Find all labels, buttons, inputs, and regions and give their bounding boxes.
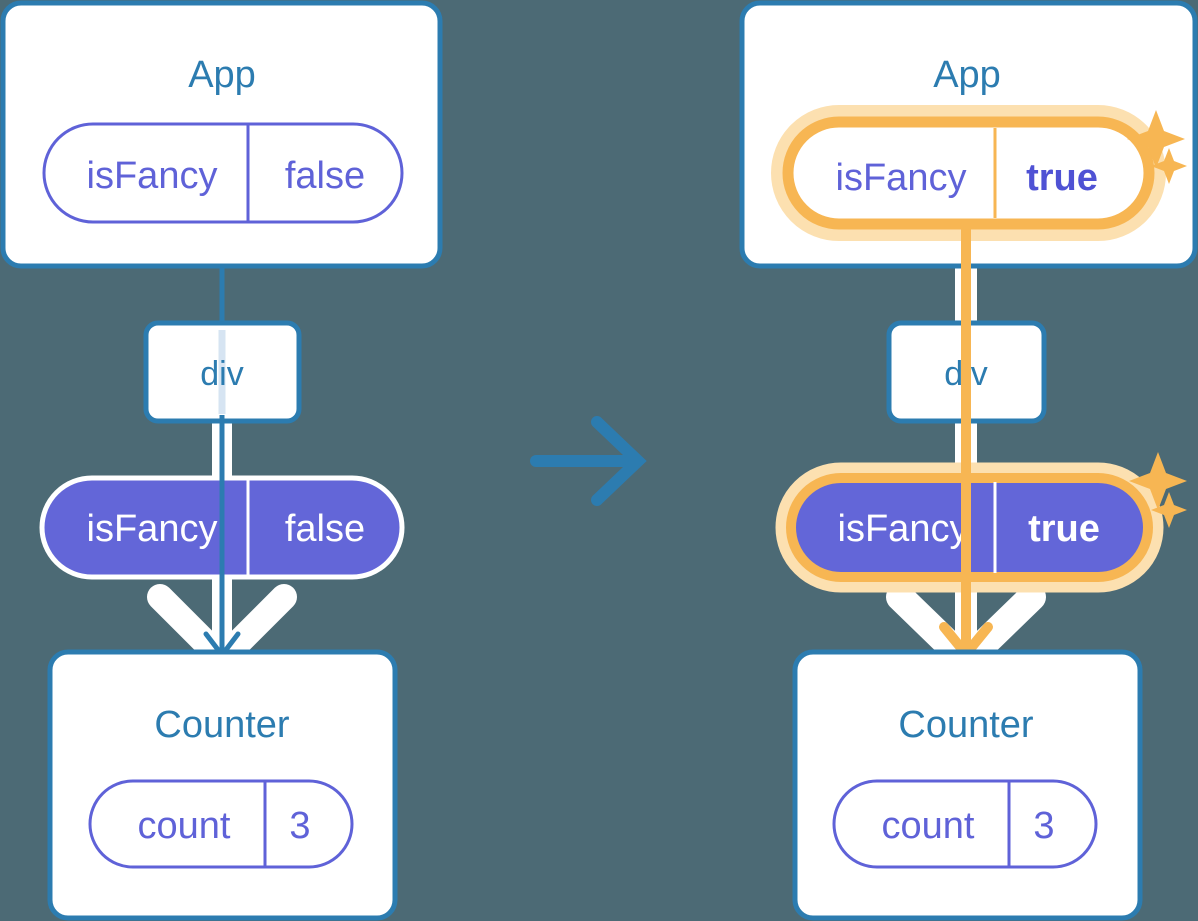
prop-pill-before: isFancy false [39, 475, 405, 580]
sparkle-small-top [1151, 148, 1187, 184]
app-prop-value: true [1026, 157, 1098, 199]
sparkle-small-mid [1151, 492, 1187, 528]
app-title: App [933, 54, 1001, 96]
prop-pill-name: isFancy [838, 508, 969, 550]
prop-pill-name: isFancy [87, 508, 218, 550]
app-prop-pill-after: isFancy true [771, 105, 1166, 241]
counter-state-name: count [138, 805, 231, 847]
app-title: App [188, 54, 256, 96]
app-prop-name: isFancy [87, 155, 218, 197]
counter-box-before: Counter count 3 [47, 649, 398, 921]
prop-pill-value: true [1028, 508, 1100, 550]
sparkle-large-top [1127, 110, 1185, 168]
arrow-right-icon [530, 416, 647, 506]
counter-state-pill-after: count 3 [832, 779, 1098, 869]
after-tree: App isFancy true div isFancy [739, 0, 1198, 921]
counter-title: Counter [898, 704, 1034, 746]
before-tree: App isFancy false div isFancy false [0, 0, 443, 921]
app-prop-pill-before: isFancy false [42, 122, 404, 224]
app-prop-name: isFancy [836, 157, 967, 199]
div-box-before: div [143, 320, 302, 424]
counter-title: Counter [154, 704, 290, 746]
counter-state-name: count [882, 805, 975, 847]
counter-state-pill-before: count 3 [88, 779, 354, 869]
counter-state-value: 3 [1033, 805, 1054, 847]
prop-pill-value: false [285, 508, 365, 550]
sparkle-large-mid [1129, 452, 1187, 510]
div-label: div [200, 355, 243, 393]
app-prop-value: false [285, 155, 365, 197]
counter-box-after: Counter count 3 [792, 649, 1143, 921]
counter-state-value: 3 [289, 805, 310, 847]
